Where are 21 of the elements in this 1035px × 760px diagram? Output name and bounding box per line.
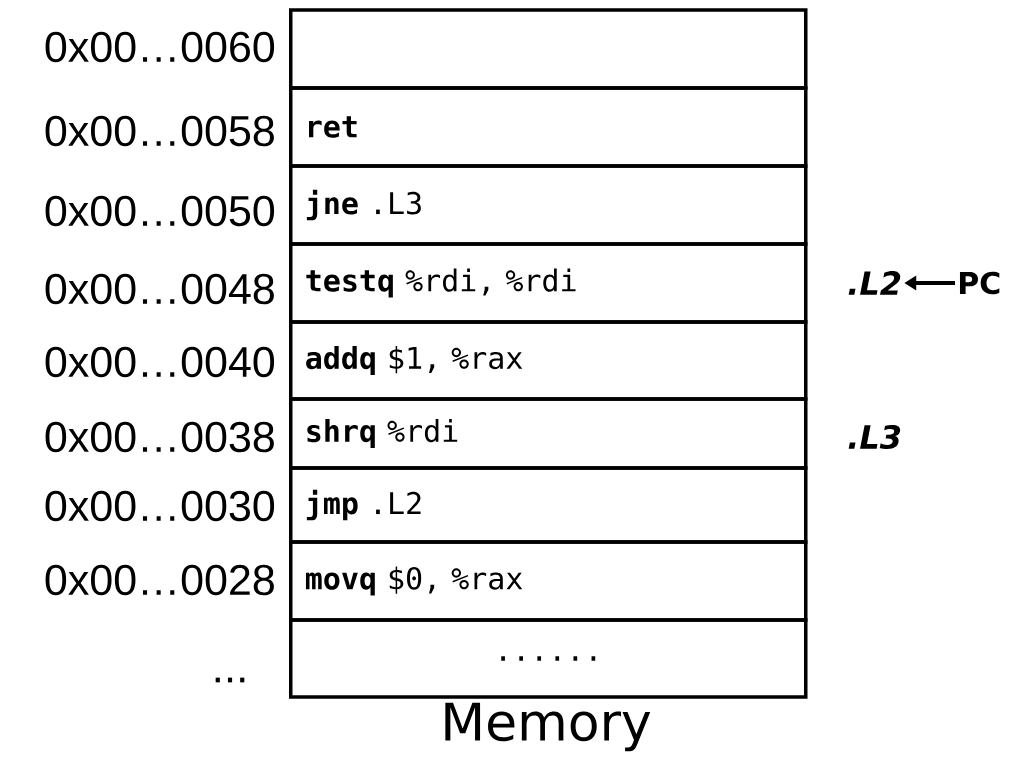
- ellipsis-label: ...: [215, 677, 245, 683]
- caption: Memory: [445, 702, 651, 752]
- address-label: 0x00…0038: [45, 421, 274, 453]
- memory-cell: jmp .L2: [289, 466, 808, 544]
- code-label: .L3: [848, 424, 901, 450]
- address-label: 0x00…0030: [45, 490, 275, 522]
- address-label: 0x00…0058: [45, 115, 274, 147]
- memory-cell: ret: [289, 86, 808, 168]
- memory-cell: addq $1, %rax: [289, 320, 808, 401]
- memory-cell: movq $0, %rax: [289, 540, 808, 622]
- memory-cell: testq %rdi, %rdi: [289, 242, 808, 324]
- address-label: 0x00…0060: [45, 31, 275, 63]
- register-label: PC: [959, 271, 1000, 295]
- memory-cell: jne .L3: [289, 164, 808, 246]
- address-label: 0x00…0028: [45, 564, 274, 596]
- address-label: 0x00…0050: [45, 195, 275, 227]
- memory-cell: ......: [289, 618, 808, 699]
- address-label: 0x00…0048: [45, 273, 274, 305]
- address-label: 0x00…0040: [45, 346, 275, 378]
- code-label: .L2: [848, 271, 901, 295]
- memory-cell: shrq %rdi: [289, 397, 808, 470]
